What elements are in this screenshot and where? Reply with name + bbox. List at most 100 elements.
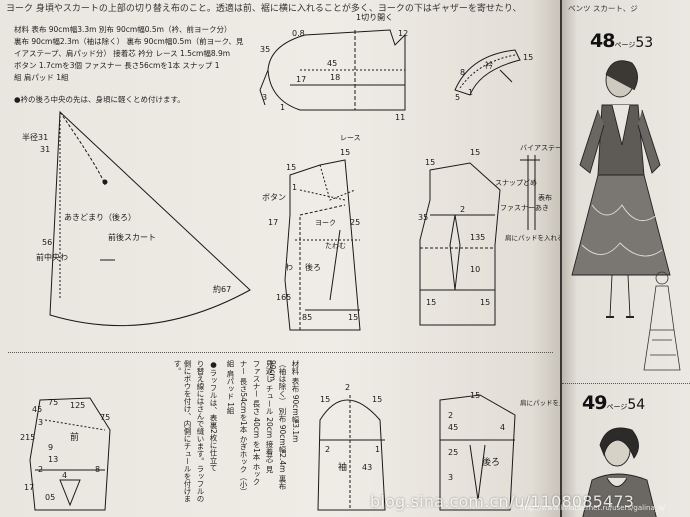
back-bodice-label-3: 35 bbox=[418, 213, 428, 222]
bottom-text-col-6: 組 肩パッド 1組 bbox=[226, 360, 235, 415]
page-ref-48: 48ページ53 bbox=[590, 30, 653, 52]
bottom-sleeve-label-0: 2 bbox=[345, 383, 350, 392]
bottom-back-label-0: 15 bbox=[470, 391, 480, 400]
back-bodice-draft bbox=[419, 162, 501, 326]
bias-tape-draft bbox=[520, 155, 540, 230]
materials-line-2: 裏布 90cm幅2.3m（袖は除く） 裏布 90cm幅0.5m（前ヨーク、見 bbox=[14, 37, 244, 46]
sleeve-35: 35 bbox=[260, 45, 270, 54]
bottom-front-label-5: 前 bbox=[70, 431, 79, 443]
bottom-front-label-12: 17 bbox=[24, 483, 34, 492]
front-bodice-label-12: レース bbox=[340, 134, 361, 142]
ref-49-number: 49 bbox=[582, 392, 607, 414]
watermark-blog-url: blog.sina.com.cn/u/1108085473 bbox=[370, 492, 635, 511]
collar-label: 衿 bbox=[485, 60, 493, 70]
bottom-back-label-5: 3 bbox=[448, 473, 453, 482]
skirt-radius-label: 半径31 bbox=[22, 132, 48, 142]
bottom-front-label-3: 3 bbox=[38, 418, 43, 427]
bottom-front-label-9: 2 bbox=[38, 465, 43, 474]
back-bodice-label-7: 15 bbox=[480, 298, 490, 307]
bottom-sleeve-label-6: 1 bbox=[375, 445, 380, 454]
bottom-back-label-4: 25 bbox=[448, 448, 458, 457]
ref-48-number: 48 bbox=[590, 30, 615, 52]
sleeve-45: 45 bbox=[327, 59, 337, 68]
ref-49-page: 54 bbox=[627, 397, 646, 413]
materials-line-5: 組 肩パッド 1組 bbox=[14, 73, 69, 82]
sleeve-18: 18 bbox=[330, 73, 340, 82]
bottom-back-label-1: 後ろ bbox=[482, 456, 500, 468]
bottom-front-label-10: 8 bbox=[95, 465, 100, 474]
collar-5: 5 bbox=[455, 93, 460, 102]
front-bodice-label-4: ボタン bbox=[262, 193, 286, 202]
front-bodice-label-8: わ bbox=[285, 263, 293, 272]
ref-48-page: 53 bbox=[635, 35, 654, 51]
front-bodice-label-1: 15 bbox=[340, 148, 350, 157]
ref-49-word: ページ bbox=[606, 403, 628, 411]
page-header-text: ヨーク 身頃やスカートの上部の切り替え布のこと。透適は前、裾に横に入れることが多… bbox=[6, 4, 522, 14]
sleeve-12: 12 bbox=[398, 29, 408, 38]
bottom-sleeve-label-1: 15 bbox=[320, 395, 330, 404]
bottom-materials-text: 材料 表布 90cm幅3.1m （袖は除く） 別布 90cm幅2.4m 裏布 9… bbox=[160, 360, 300, 510]
collar-1: 1 bbox=[468, 88, 473, 97]
bottom-front-label-2: 45 bbox=[32, 405, 42, 414]
bottom-back-draft bbox=[439, 394, 516, 511]
bottom-front-label-13: 05 bbox=[45, 493, 55, 502]
dress-illustration-49 bbox=[582, 427, 657, 517]
back-bodice-label-1: 15 bbox=[470, 148, 480, 157]
front-bodice-draft bbox=[284, 159, 361, 331]
back-bodice-label-2: 2 bbox=[460, 205, 465, 214]
materials-line-3: イアステープ、肩パッド分） 接着芯 衿分 レース 1.5cm幅8.9m bbox=[14, 49, 231, 58]
bottom-text-col-5: ナー 長さ54cmを1本 かぎホック（小） bbox=[239, 360, 248, 496]
front-bodice-label-0: 15 bbox=[286, 163, 296, 172]
bottom-text-col-2: （袖は除く） 別布 90cm幅2.4m 裏布 90cm bbox=[268, 360, 287, 490]
bottom-front-label-0: 75 bbox=[48, 398, 58, 407]
front-bodice-label-9: 後ろ bbox=[305, 262, 321, 272]
back-bodice-label-6: 15 bbox=[426, 298, 436, 307]
bottom-back-label-6: 4 bbox=[500, 423, 505, 432]
front-bodice-label-2: 17 bbox=[268, 218, 278, 227]
left-page: ヨーク 身頃やスカートの上部の切り替え布のこと。透適は前、裾に横に入れることが多… bbox=[0, 0, 560, 517]
collar-note: ●衿の後ろ中央の先は、身頃に軽くとめ付けます。 bbox=[14, 95, 185, 104]
bottom-back-note: 肩にパッドを入れる（厚み） bbox=[520, 398, 560, 407]
sleeve-11: 11 bbox=[395, 113, 405, 122]
bottom-front-label-7: 13 bbox=[48, 455, 58, 464]
materials-line-4: ボタン 1.7cmを3個 ファスナー 長さ56cmを1本 スナップ 1 bbox=[14, 61, 220, 70]
skirt-hem-label: 約67 bbox=[213, 284, 231, 294]
bottom-back-label-2: 45 bbox=[448, 423, 458, 432]
section-divider bbox=[8, 352, 553, 353]
bottom-sleeve-label-2: 15 bbox=[372, 395, 382, 404]
bottom-text-col-8: り替え線にはさんで縫います。ラッフルの bbox=[196, 360, 205, 503]
skirt-piece-label: 前後スカート bbox=[108, 232, 156, 242]
tape-note: 肩にパッドを入れる（厚み） bbox=[505, 233, 560, 242]
collar-draft bbox=[454, 49, 521, 96]
tape-sub: 表布 bbox=[538, 193, 552, 202]
tape-label: バイアステープ bbox=[520, 144, 560, 152]
front-bodice-label-11: ヨーク bbox=[315, 219, 336, 227]
bottom-text-col-9: 側にボウを付け、内側にチュールを付けます。 bbox=[173, 360, 192, 503]
page-ref-49: 49ページ54 bbox=[582, 392, 645, 414]
front-bodice-label-10: たわむ bbox=[325, 242, 346, 250]
bottom-front-draft bbox=[29, 397, 111, 511]
skirt-len-label: 56 bbox=[42, 238, 52, 247]
right-page: ベンツ スカート、ジ 48ページ53 49ページ bbox=[562, 0, 690, 517]
collar-8: 8 bbox=[460, 68, 465, 77]
bottom-sleeve-label-5: 2 bbox=[325, 445, 330, 454]
ref-48-word: ページ bbox=[614, 41, 636, 49]
sleeve-08: 0.8 bbox=[292, 29, 305, 38]
front-bodice-label-7: 15 bbox=[348, 313, 358, 322]
skirt-top-label: 31 bbox=[40, 145, 50, 154]
skirt-draft bbox=[49, 110, 251, 327]
back-bodice-label-0: 15 bbox=[425, 158, 435, 167]
back-bodice-label-4: 135 bbox=[470, 233, 485, 242]
bottom-sleeve-label-3: 袖 bbox=[338, 461, 347, 473]
sleeve-1: 1 bbox=[280, 103, 285, 112]
back-bodice-label-5: 10 bbox=[470, 265, 480, 274]
sleeve-17: 17 bbox=[296, 75, 306, 84]
skirt-center-label: 前中央わ bbox=[36, 252, 68, 262]
bottom-text-col-7: ●ラッフルは、表裏2枚に仕立て bbox=[209, 360, 218, 472]
bottom-front-label-8: 4 bbox=[62, 471, 67, 480]
back-bodice-label-8: ファスナーあき bbox=[500, 204, 549, 212]
bottom-sleeve-draft bbox=[317, 395, 386, 511]
right-divider bbox=[562, 383, 690, 385]
front-bodice-label-5: 165 bbox=[276, 293, 291, 302]
dress-illustration-48 bbox=[571, 60, 681, 371]
